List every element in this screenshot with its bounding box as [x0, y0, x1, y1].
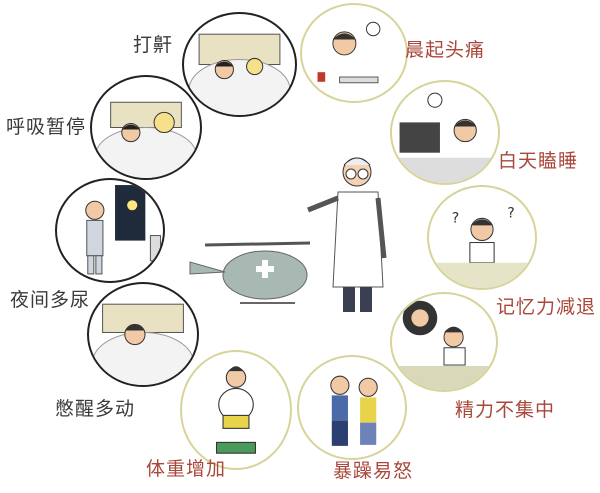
svg-text:?: ? — [452, 210, 460, 226]
doctor-icon — [307, 157, 387, 312]
irritable-illustration — [297, 355, 407, 460]
symptom-label-daytime-sleepy: 白天瞌睡 — [498, 150, 579, 172]
concentration-illustration — [390, 292, 498, 392]
symptom-label-snoring: 打鼾 — [133, 34, 174, 56]
memory-loss-illustration: ?? — [427, 185, 537, 290]
night-urination-illustration — [55, 178, 165, 283]
medical-helicopter-icon — [189, 241, 311, 304]
weight-gain-illustration — [180, 350, 292, 470]
symptom-label-weight-gain: 体重增加 — [146, 458, 227, 480]
symptom-label-memory-loss: 记忆力减退 — [496, 296, 597, 318]
morning-headache-illustration — [300, 3, 408, 103]
symptom-label-night-urination: 夜间多尿 — [10, 289, 91, 311]
symptom-label-morning-headache: 晨起头痛 — [405, 39, 486, 61]
daytime-sleepy-illustration — [390, 80, 500, 185]
apnea-illustration — [90, 75, 202, 180]
symptom-label-waking-restless: 憋醒多动 — [55, 398, 136, 420]
symptom-label-poor-concentration: 精力不集中 — [455, 399, 556, 421]
symptom-label-apnea: 呼吸暂停 — [6, 116, 87, 138]
svg-text:?: ? — [507, 205, 515, 221]
waking-restless-illustration — [87, 282, 199, 387]
snoring-illustration — [182, 12, 297, 117]
symptom-label-irritable: 暴躁易怒 — [333, 460, 414, 482]
